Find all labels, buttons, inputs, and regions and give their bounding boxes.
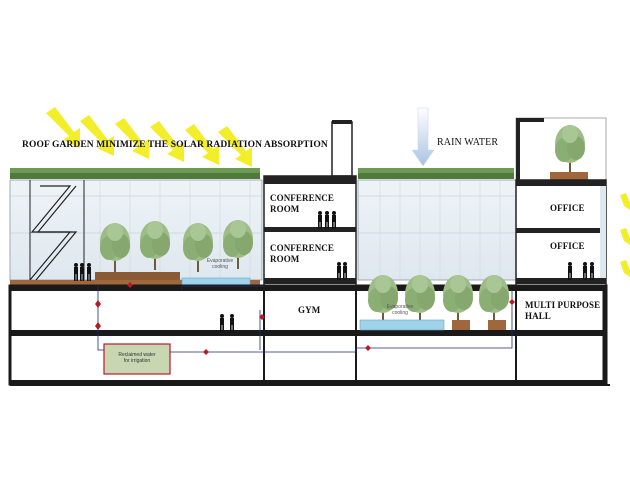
reclaimed-water-label-line2: for irrigation <box>123 358 151 364</box>
staircase <box>29 180 85 282</box>
reclaimed-water-tank <box>103 343 171 375</box>
valve-icon <box>365 345 371 351</box>
conference-room-label-line2: ROOM <box>270 204 300 214</box>
sun-ray-icon <box>150 121 184 162</box>
gym-label: GYM <box>298 305 321 315</box>
multi-purpose-hall-label-line2: HALL <box>525 311 551 321</box>
conference-room-label-line2: ROOM <box>270 254 300 264</box>
reclaimed-water-label-line1: Reclaimed water <box>118 352 156 358</box>
evaporative-cooling-label-line2: cooling <box>212 264 228 270</box>
office-tower <box>515 117 607 287</box>
sun-ray-icon <box>218 126 252 167</box>
planter <box>488 320 506 330</box>
sun-ray-icon <box>46 107 80 148</box>
planter <box>95 272 180 280</box>
evaporative-cooling-label-line2: cooling <box>392 310 408 316</box>
conference-room-label-line1: CONFERENCE <box>270 193 335 203</box>
evaporative-cooling-label-line1: Evaporative <box>206 258 234 264</box>
rain-arrow-icon <box>411 107 435 167</box>
water-pool <box>359 319 445 331</box>
evaporative-cooling-label: Evaporative cooling <box>200 258 240 270</box>
conference-room-label: CONFERENCE ROOM <box>270 243 334 265</box>
rain-water-label: RAIN WATER <box>437 137 499 148</box>
valve-icon <box>203 349 209 355</box>
roof-garden-label: ROOF GARDEN MINIMIZE THE SOLAR RADIATION… <box>22 140 328 150</box>
multi-purpose-hall-label: MULTI PURPOSE HALL <box>525 300 600 322</box>
valve-icon <box>95 322 101 330</box>
sun-rays <box>46 107 630 277</box>
sun-ray-icon <box>185 124 219 165</box>
valve-icon <box>509 299 515 305</box>
valves <box>95 282 515 355</box>
reclaimed-water-label: Reclaimed water for irrigation <box>106 352 168 364</box>
conference-room-label: CONFERENCE ROOM <box>270 193 334 215</box>
sun-ray-icon <box>620 193 630 210</box>
sun-ray-icon <box>115 118 149 159</box>
planter <box>452 320 470 330</box>
evaporative-cooling-label-line1: Evaporative <box>386 304 414 310</box>
glass-facade <box>9 179 517 281</box>
conference-room-label-line1: CONFERENCE <box>270 243 335 253</box>
office-label: OFFICE <box>550 241 585 251</box>
valve-icon <box>95 300 101 308</box>
valve-icon <box>259 314 265 320</box>
lower-floors <box>8 284 608 386</box>
valve-icon <box>127 282 133 288</box>
multi-purpose-hall-label-line1: MULTI PURPOSE <box>525 300 601 310</box>
sun-ray-icon <box>80 115 114 156</box>
office-label: OFFICE <box>550 203 585 213</box>
sun-ray-icon <box>620 260 630 277</box>
evaporative-cooling-label: Evaporative cooling <box>380 304 420 316</box>
sun-ray-icon <box>620 228 630 245</box>
